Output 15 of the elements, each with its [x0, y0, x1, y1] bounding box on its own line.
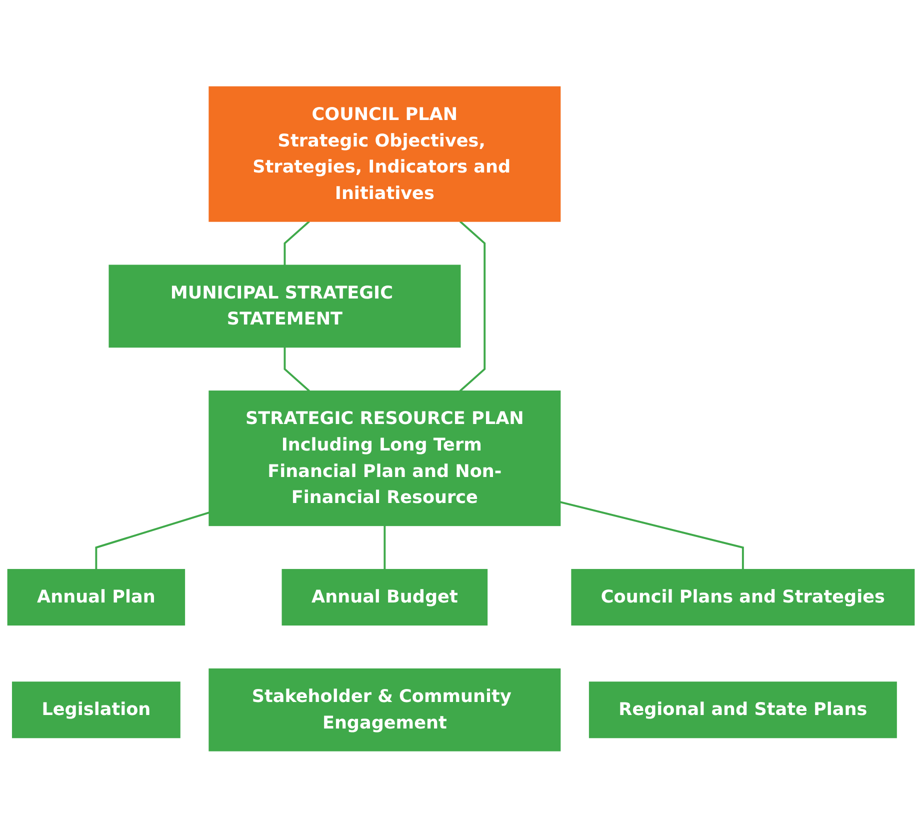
connector: [384, 525, 386, 570]
connector: [95, 511, 210, 570]
node-box: MUNICIPAL STRATEGIC STATEMENT: [108, 264, 461, 348]
connector: [560, 500, 744, 570]
node-box: Legislation: [12, 681, 180, 738]
connector: [284, 346, 310, 392]
node-box: Annual Budget: [282, 568, 488, 626]
node-box: Stakeholder & Community Engagement: [208, 668, 561, 751]
connector: [284, 220, 310, 265]
connector: [459, 220, 486, 392]
node-box: COUNCIL PLAN Strategic Objectives, Strategies, Indicators and Initiatives: [208, 86, 561, 222]
node-box: Annual Plan: [7, 568, 186, 626]
node-box: STRATEGIC RESOURCE PLAN Including Long Term Financial Plan and Non-Financial Resource: [208, 390, 561, 526]
node-box: Regional and State Plans: [588, 681, 897, 738]
node-box: Council Plans and Strategies: [571, 568, 915, 626]
